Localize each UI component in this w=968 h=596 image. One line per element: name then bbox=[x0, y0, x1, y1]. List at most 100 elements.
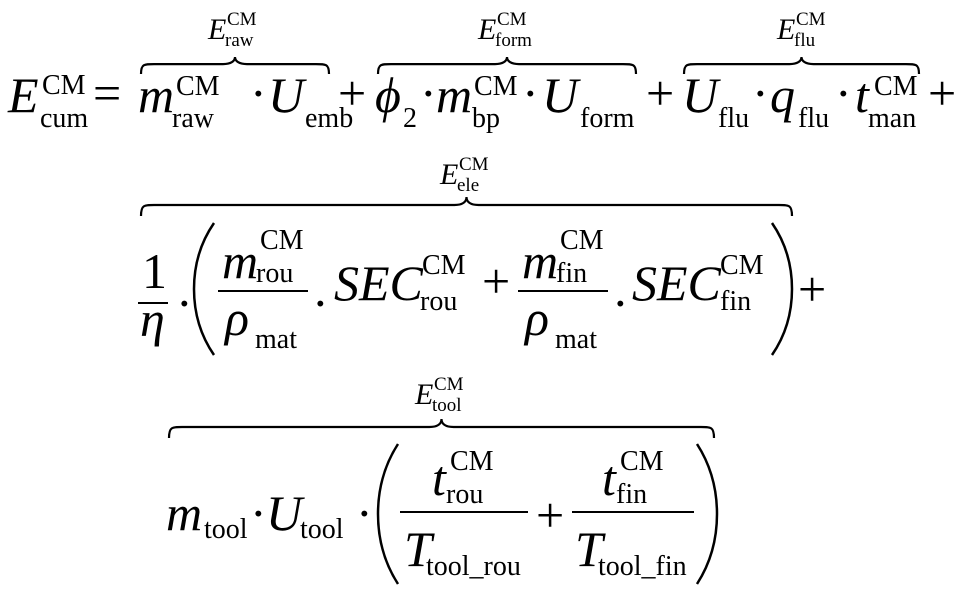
U-flu: U bbox=[682, 67, 719, 123]
brace-path bbox=[167, 418, 716, 439]
brace-raw bbox=[139, 56, 331, 75]
m-tool-sub: tool bbox=[204, 514, 248, 545]
plus: + bbox=[482, 253, 511, 309]
lhs-sup: CM bbox=[42, 70, 86, 101]
U-form: U bbox=[542, 67, 579, 123]
label-flu-E: E bbox=[777, 13, 796, 46]
brace-flu bbox=[682, 56, 921, 75]
plus: + bbox=[798, 261, 827, 317]
dot: · bbox=[420, 65, 437, 121]
label-tool-E: E bbox=[415, 378, 434, 411]
plus: + bbox=[928, 65, 957, 121]
brace-ele bbox=[139, 196, 794, 217]
m-rou: m bbox=[222, 233, 259, 289]
rho-mat-sub: mat bbox=[555, 324, 597, 355]
t-rou-sub: rou bbox=[446, 479, 484, 510]
U-flu-sub: flu bbox=[718, 103, 750, 134]
m-fin: m bbox=[522, 233, 559, 289]
brace-path bbox=[139, 196, 794, 217]
dot: · bbox=[312, 275, 329, 331]
t-man-sub: man bbox=[868, 103, 917, 134]
rho-mat-sub: mat bbox=[255, 324, 297, 355]
equals-sign: = bbox=[93, 65, 122, 121]
SEC-rou-sub: rou bbox=[420, 286, 458, 317]
label-ele-sup: CM bbox=[459, 154, 489, 175]
SEC-fin: SEC bbox=[632, 255, 721, 311]
dot: · bbox=[250, 65, 267, 121]
plus: + bbox=[536, 487, 565, 543]
label-form-sup: CM bbox=[497, 9, 527, 30]
label-flu-sub: flu bbox=[794, 30, 816, 51]
U-emb-sub: emb bbox=[305, 103, 354, 134]
left-paren bbox=[192, 222, 216, 356]
label-raw-E: E bbox=[208, 13, 227, 46]
m-raw-sub: raw bbox=[172, 103, 214, 134]
brace-tool bbox=[167, 418, 716, 439]
label-form-E: E bbox=[478, 13, 497, 46]
one: 1 bbox=[142, 243, 167, 299]
dot: · bbox=[612, 275, 629, 331]
m-bp-sup: CM bbox=[474, 71, 518, 102]
m-fin-sup: CM bbox=[560, 225, 604, 256]
label-tool-sup: CM bbox=[434, 374, 464, 395]
t-rou-sup: CM bbox=[450, 446, 494, 477]
brace-path bbox=[376, 56, 638, 75]
q-flu: q bbox=[770, 67, 795, 123]
U-tool-sub: tool bbox=[300, 514, 344, 545]
T-tool-rou: T bbox=[404, 521, 432, 577]
m-rou-sub: rou bbox=[256, 258, 294, 289]
lhs-symbol: E bbox=[8, 67, 39, 123]
m-bp-sub: bp bbox=[472, 103, 500, 134]
m-rou-sup: CM bbox=[260, 225, 304, 256]
dot: · bbox=[522, 65, 539, 121]
m-tool: m bbox=[166, 485, 203, 541]
U-form-sub: form bbox=[580, 103, 635, 134]
t-fin-sub: fin bbox=[616, 479, 648, 510]
eta: η bbox=[140, 291, 165, 347]
m-bp: m bbox=[436, 67, 473, 123]
label-tool-sub: tool bbox=[432, 395, 462, 416]
SEC-fin-sup: CM bbox=[720, 250, 764, 281]
T-tool-rou-sub: tool_rou bbox=[426, 551, 521, 582]
label-ele-E: E bbox=[440, 158, 459, 191]
label-form-sub: form bbox=[495, 30, 532, 51]
SEC-rou-sup: CM bbox=[422, 250, 466, 281]
right-paren bbox=[770, 222, 794, 356]
t-man: t bbox=[855, 67, 869, 123]
dot: · bbox=[356, 485, 373, 541]
dot: · bbox=[250, 485, 267, 541]
m-raw: m bbox=[138, 67, 175, 123]
dot: · bbox=[835, 65, 852, 121]
label-raw-sup: CM bbox=[227, 9, 257, 30]
phi: ϕ bbox=[375, 67, 401, 123]
brace-path bbox=[139, 56, 331, 75]
label-ele-sub: ele bbox=[457, 175, 480, 196]
lhs-sub: cum bbox=[40, 103, 89, 134]
label-raw-sub: raw bbox=[225, 30, 254, 51]
m-raw-sup: CM bbox=[176, 71, 220, 102]
t-fin-sup: CM bbox=[620, 446, 664, 477]
T-tool-fin: T bbox=[575, 521, 603, 577]
plus: + bbox=[646, 65, 675, 121]
t-rou: t bbox=[432, 450, 446, 506]
m-fin-sub: fin bbox=[556, 258, 588, 289]
q-flu-sub: flu bbox=[798, 103, 830, 134]
U-emb: U bbox=[268, 67, 305, 123]
U-tool: U bbox=[266, 485, 303, 541]
right-paren bbox=[695, 443, 719, 585]
brace-path bbox=[682, 56, 921, 75]
rho-mat: ρ bbox=[525, 290, 549, 346]
t-man-sup: CM bbox=[874, 71, 918, 102]
left-paren bbox=[376, 443, 400, 585]
label-flu-sup: CM bbox=[796, 9, 826, 30]
SEC-fin-sub: fin bbox=[720, 286, 752, 317]
brace-form bbox=[376, 56, 638, 75]
t-fin: t bbox=[602, 450, 616, 506]
T-tool-fin-sub: tool_fin bbox=[598, 551, 687, 582]
SEC-rou: SEC bbox=[334, 255, 423, 311]
phi-sub: 2 bbox=[403, 103, 417, 134]
dot: · bbox=[752, 65, 769, 121]
rho-mat: ρ bbox=[225, 290, 249, 346]
dot: · bbox=[176, 275, 193, 331]
plus: + bbox=[338, 65, 367, 121]
